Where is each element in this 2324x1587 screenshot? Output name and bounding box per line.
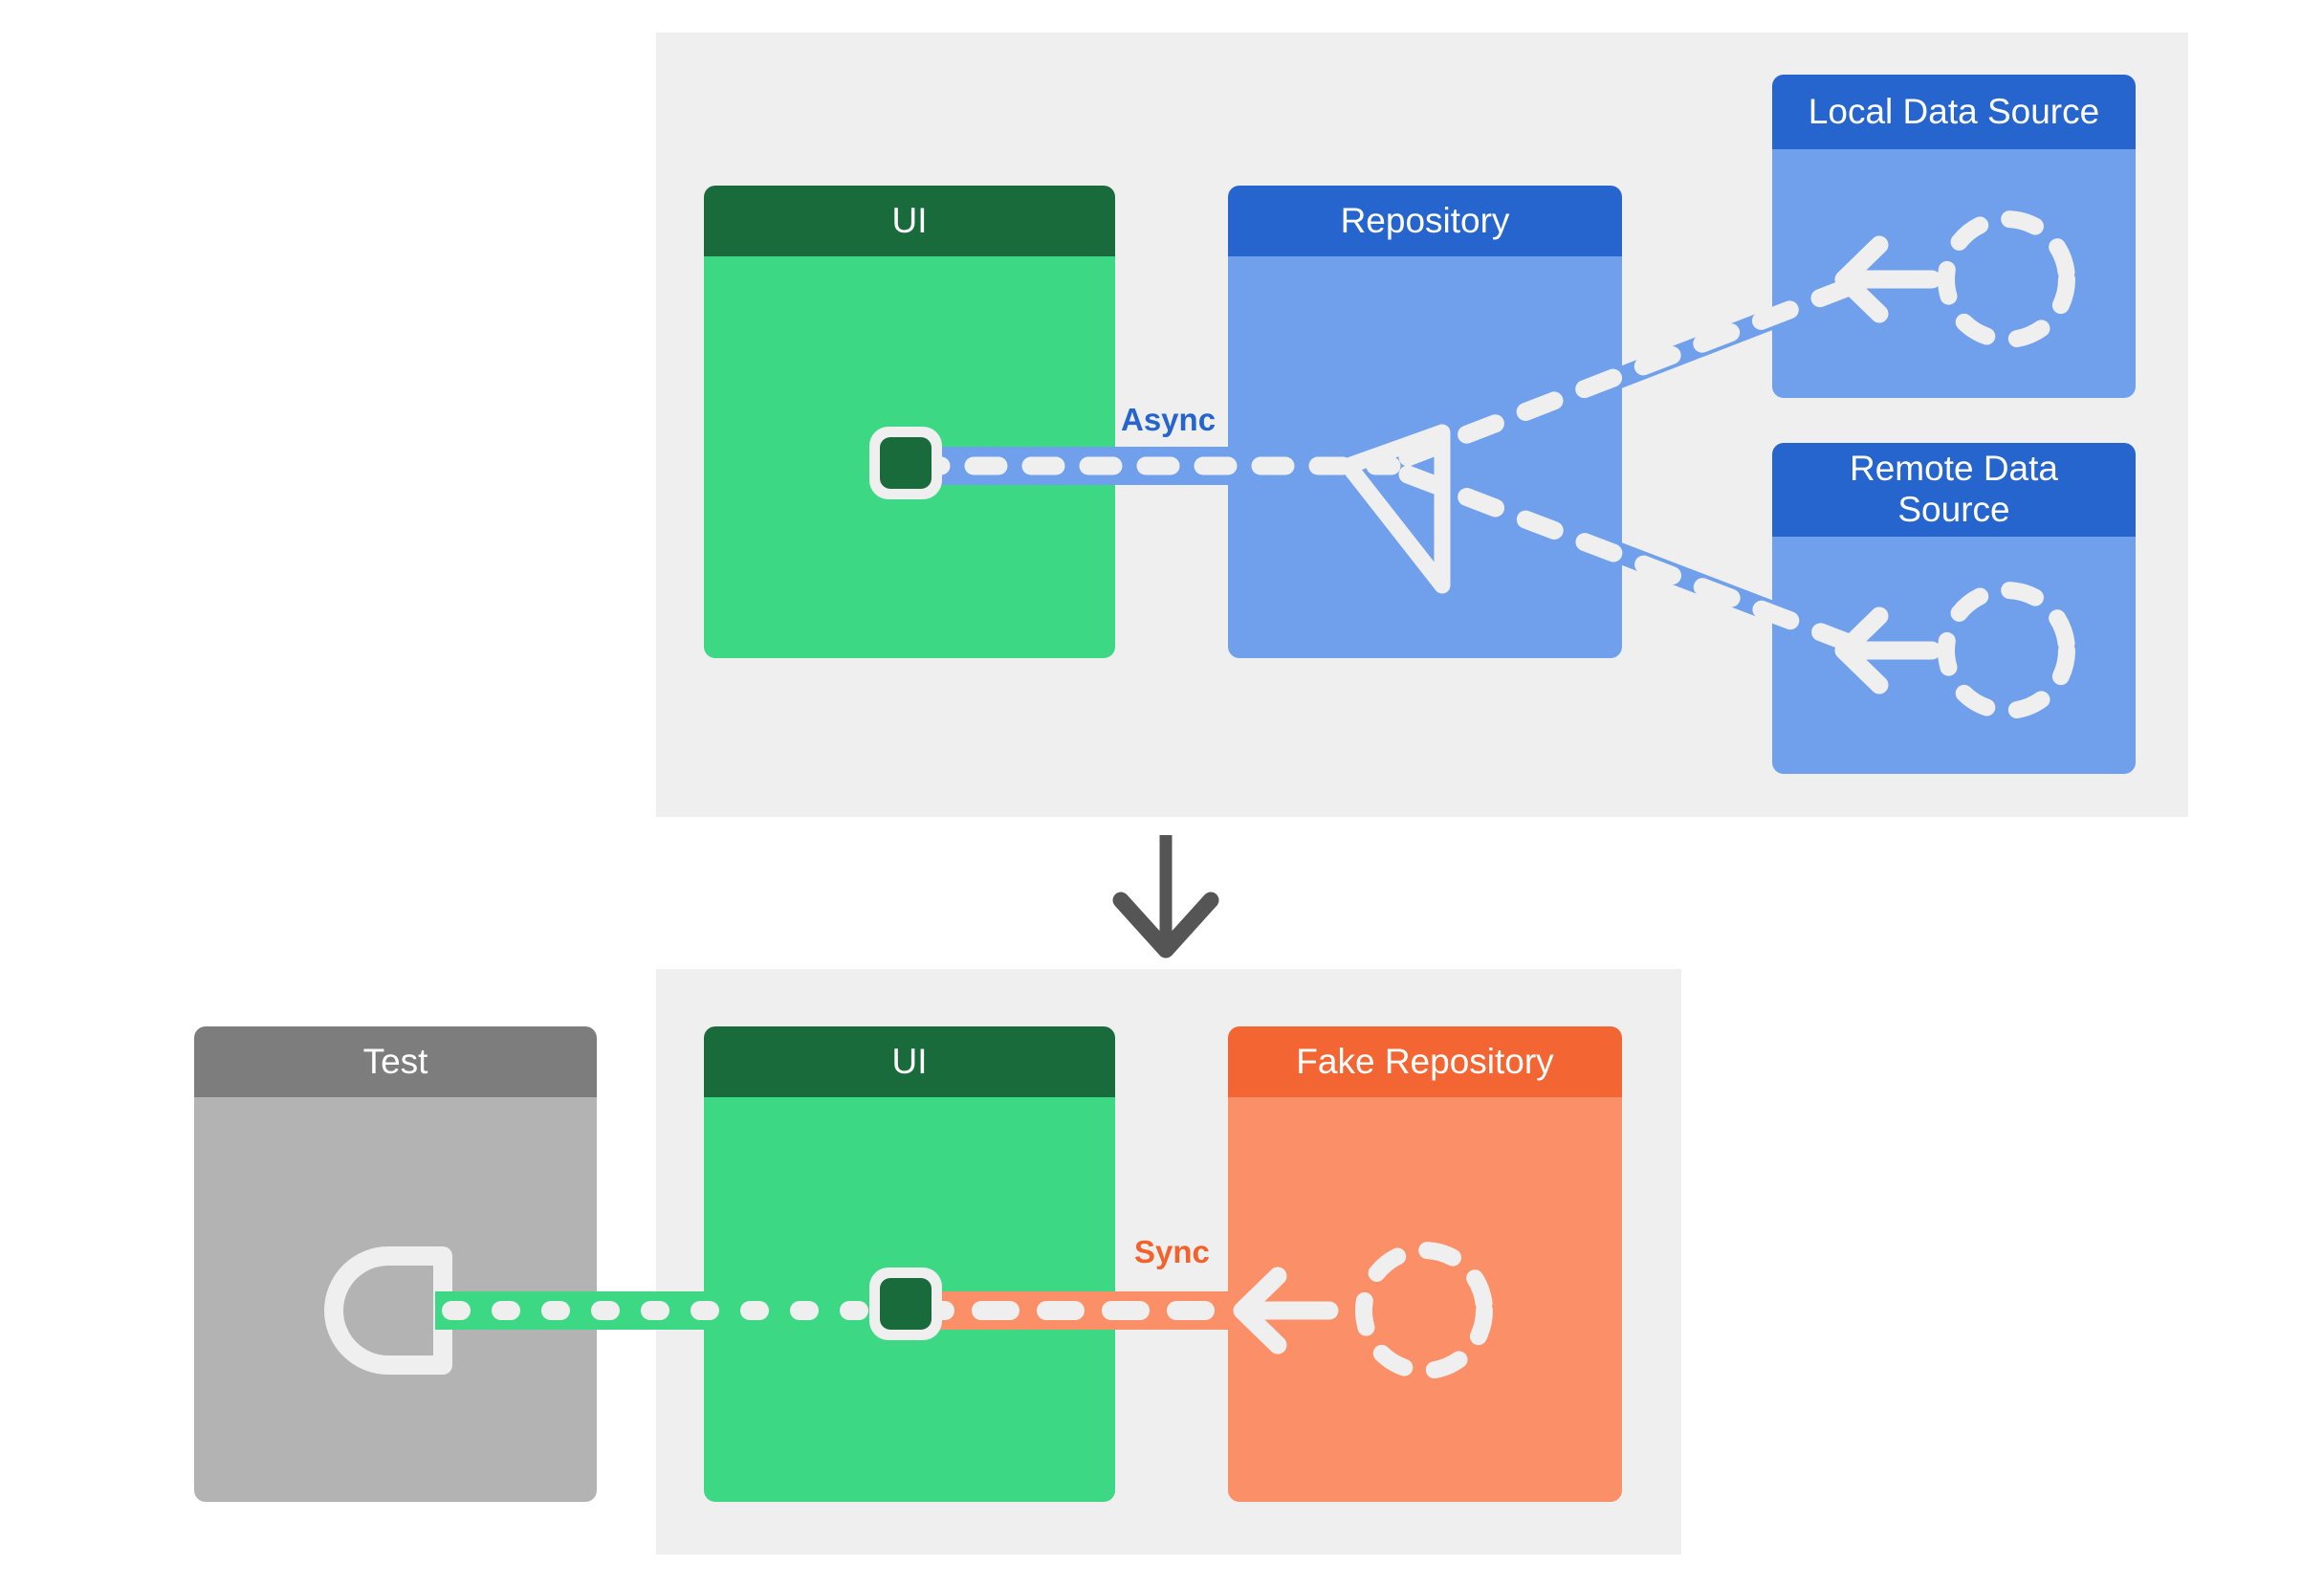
card-local-data-source[interactable]: Local Data Source [1772,75,2136,398]
card-local-data-source-body [1772,149,2136,398]
card-repository-title: Repository [1228,186,1622,256]
card-remote-data-source-title: Remote Data Source [1772,443,2136,537]
card-repository-body [1228,256,1622,658]
section-flow-arrow-icon [1112,835,1219,959]
card-repository[interactable]: Repository [1228,186,1622,658]
card-test[interactable]: Test [194,1026,597,1502]
sync-connector-label: Sync [1134,1234,1210,1269]
ui-plug-icon-test [869,1267,942,1340]
card-remote-data-source[interactable]: Remote Data Source [1772,443,2136,774]
card-fake-repository[interactable]: Fake Repository [1228,1026,1622,1502]
card-test-title: Test [194,1026,597,1097]
card-remote-data-source-body [1772,537,2136,774]
card-local-data-source-title: Local Data Source [1772,75,2136,149]
card-fake-repository-title: Fake Repository [1228,1026,1622,1097]
card-ui-test-title: UI [704,1026,1115,1097]
card-ui-production-title: UI [704,186,1115,256]
card-remote-data-source-title-text: Remote Data Source [1850,449,2058,529]
async-connector-label: Async [1121,402,1217,437]
ui-plug-icon-production [869,427,942,499]
card-test-body [194,1097,597,1502]
card-fake-repository-body [1228,1097,1622,1502]
